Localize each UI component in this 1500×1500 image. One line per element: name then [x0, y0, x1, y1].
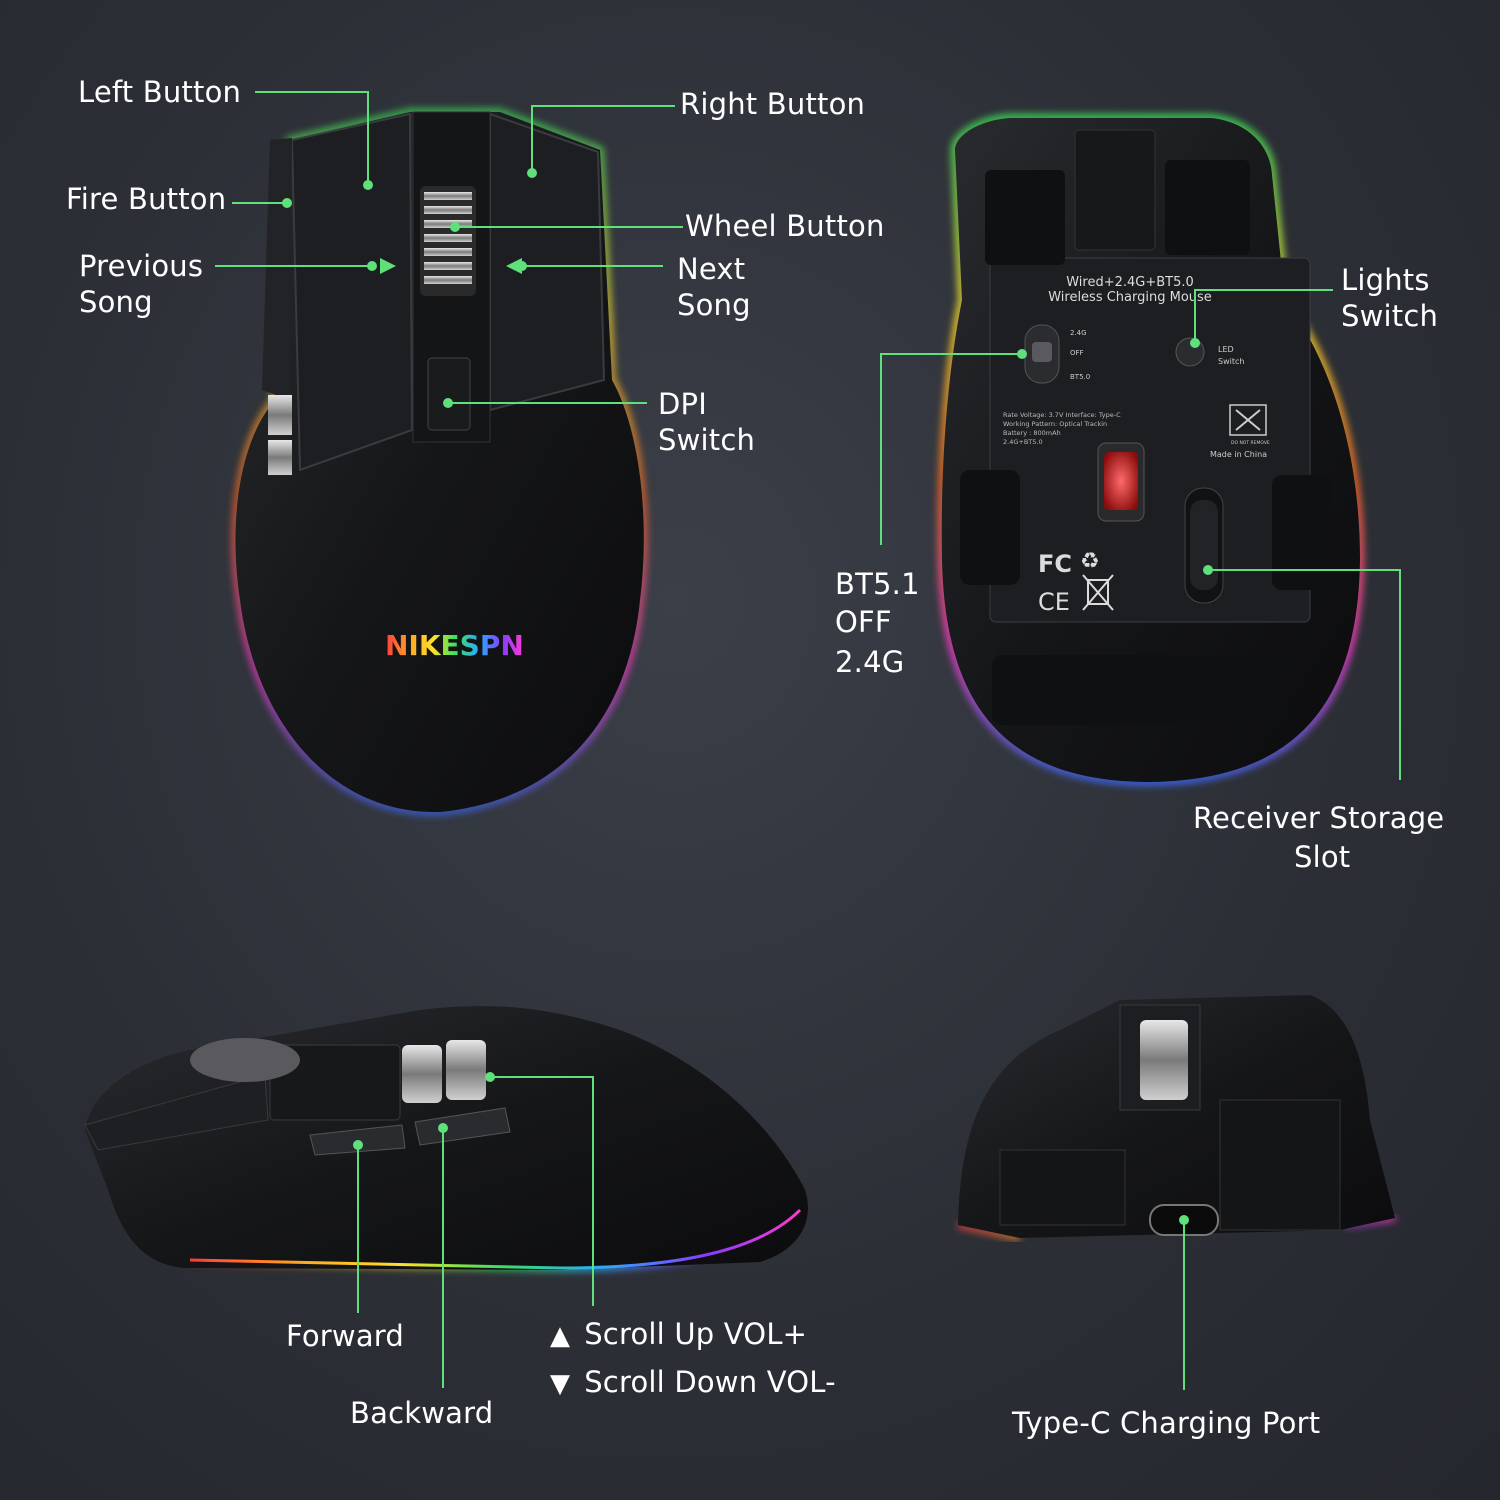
spec-line-4: 2.4G+BT5.0: [1003, 438, 1043, 446]
side-top-button: [269, 1044, 401, 1121]
side-rgb-strip: [189, 1208, 802, 1270]
rear-skate: [992, 655, 1282, 725]
label-lights-switch-line2: Switch: [1341, 299, 1439, 333]
top-dpi-button: [427, 357, 471, 431]
label-mode-24g: 2.4G: [835, 645, 905, 679]
side-thumb-wheel-1: [402, 1045, 442, 1103]
callout-receiver-slot: [1208, 569, 1401, 780]
switch-pos-bt: BT5.0: [1070, 373, 1090, 381]
led-label-2: Switch: [1218, 357, 1244, 366]
rear-view-mouse: [957, 995, 1396, 1241]
triangle-up-icon: ▲: [550, 1321, 571, 1351]
front-center-block: [1074, 129, 1156, 251]
switch-pos-off: OFF: [1070, 349, 1084, 357]
triangle-down-icon: ▼: [550, 1369, 571, 1399]
rear-right-panel: [1219, 1099, 1341, 1231]
label-forward: Forward: [286, 1319, 405, 1353]
top-view-mouse: NIKESPN: [232, 109, 647, 816]
callout-lines: [215, 91, 1401, 1390]
side-view-mouse: [84, 1006, 808, 1272]
tool-cross-icon: [1235, 409, 1261, 431]
label-scroll-up: ▲ Scroll Up VOL+: [550, 1316, 807, 1354]
spec-line-3: Battery : 800mAh: [1003, 429, 1061, 437]
label-mode-bt51: BT5.1: [835, 567, 920, 601]
callout-scroll: [490, 1076, 594, 1306]
weee-bin-icon: [1082, 574, 1114, 611]
label-lights-switch-line1: Lights: [1341, 263, 1430, 297]
optical-sensor: [1104, 452, 1138, 510]
callout-right-button: [531, 105, 675, 173]
do-not-remove-text: DO NOT REMOVE: [1231, 440, 1270, 446]
ce-mark-icon: CE: [1038, 588, 1070, 616]
prev-arrow-icon: [380, 258, 396, 274]
label-wheel-button: Wheel Button: [685, 209, 885, 243]
label-previous-song-line2: Song: [79, 285, 153, 319]
spec-line-2: Working Pattern: Optical Trackin: [1003, 420, 1107, 428]
label-next-song-line2: Song: [677, 288, 751, 322]
label-receiver-line1: Receiver Storage: [1193, 801, 1445, 835]
rear-scroll-wheel: [1140, 1020, 1188, 1100]
label-receiver-line2: Slot: [1294, 840, 1351, 874]
label-dpi-switch-line1: DPI: [658, 387, 707, 421]
label-scroll-up-text: Scroll Up VOL+: [584, 1317, 808, 1351]
label-mode-off: OFF: [835, 605, 892, 639]
label-dpi-switch-line2: Switch: [658, 423, 756, 457]
mode-switch-knob: [1032, 342, 1052, 362]
label-previous-song-line1: Previous: [79, 249, 204, 283]
side-skate-right: [1272, 475, 1332, 590]
front-skate-right: [1165, 160, 1250, 255]
label-backward: Backward: [350, 1396, 494, 1430]
backward-button: [414, 1107, 511, 1146]
rear-left-panel: [999, 1149, 1126, 1226]
spec-line-1: Rate Voltage: 3.7V Interface: Type-C: [1003, 411, 1121, 419]
label-scroll-down-text: Scroll Down VOL-: [584, 1365, 836, 1399]
bottom-view-mouse: Wired+2.4G+BT5.0 Wireless Charging Mouse…: [938, 114, 1364, 786]
label-type-c-port: Type-C Charging Port: [1012, 1406, 1321, 1440]
made-in-text: Made in China: [1210, 450, 1267, 459]
front-skate-left: [985, 170, 1065, 265]
callout-lights-switch: [1194, 289, 1333, 343]
callout-mode-switch: [880, 353, 1022, 545]
left-button-shell: [290, 112, 414, 472]
brand-logo: NIKESPN: [385, 629, 524, 662]
right-button-shell: [489, 112, 606, 412]
side-top-wheel: [190, 1038, 300, 1082]
recycle-icon: ♻: [1080, 549, 1100, 574]
forward-button: [309, 1124, 406, 1156]
next-arrow-icon: [506, 258, 522, 274]
callout-left-button: [255, 91, 369, 185]
fcc-mark-icon: FC: [1038, 550, 1072, 578]
switch-pos-24g: 2.4G: [1070, 329, 1087, 337]
side-left-panel: [84, 1074, 269, 1151]
label-scroll-down: ▼ Scroll Down VOL-: [550, 1364, 836, 1402]
label-fire-button: Fire Button: [66, 182, 227, 216]
led-label-1: LED: [1218, 345, 1234, 354]
side-thumb-wheel-2: [446, 1040, 486, 1100]
side-skate-left: [960, 470, 1020, 585]
receiver-dongle: [1190, 500, 1218, 590]
side-fire-button: [262, 138, 292, 400]
bottom-label-plate: [989, 257, 1311, 623]
side-thumb-roller-1: [268, 395, 292, 435]
plate-text-line2: Wireless Charging Mouse: [1048, 290, 1212, 305]
label-left-button: Left Button: [78, 75, 242, 109]
tool-warning-icon: [1229, 404, 1267, 436]
label-next-song-line1: Next: [677, 252, 746, 286]
callout-dots: [282, 168, 1213, 1225]
plate-text-line1: Wired+2.4G+BT5.0: [1066, 275, 1194, 290]
side-thumb-roller-2: [268, 440, 292, 475]
top-wheel-ridges: [424, 192, 472, 284]
label-right-button: Right Button: [680, 87, 866, 121]
